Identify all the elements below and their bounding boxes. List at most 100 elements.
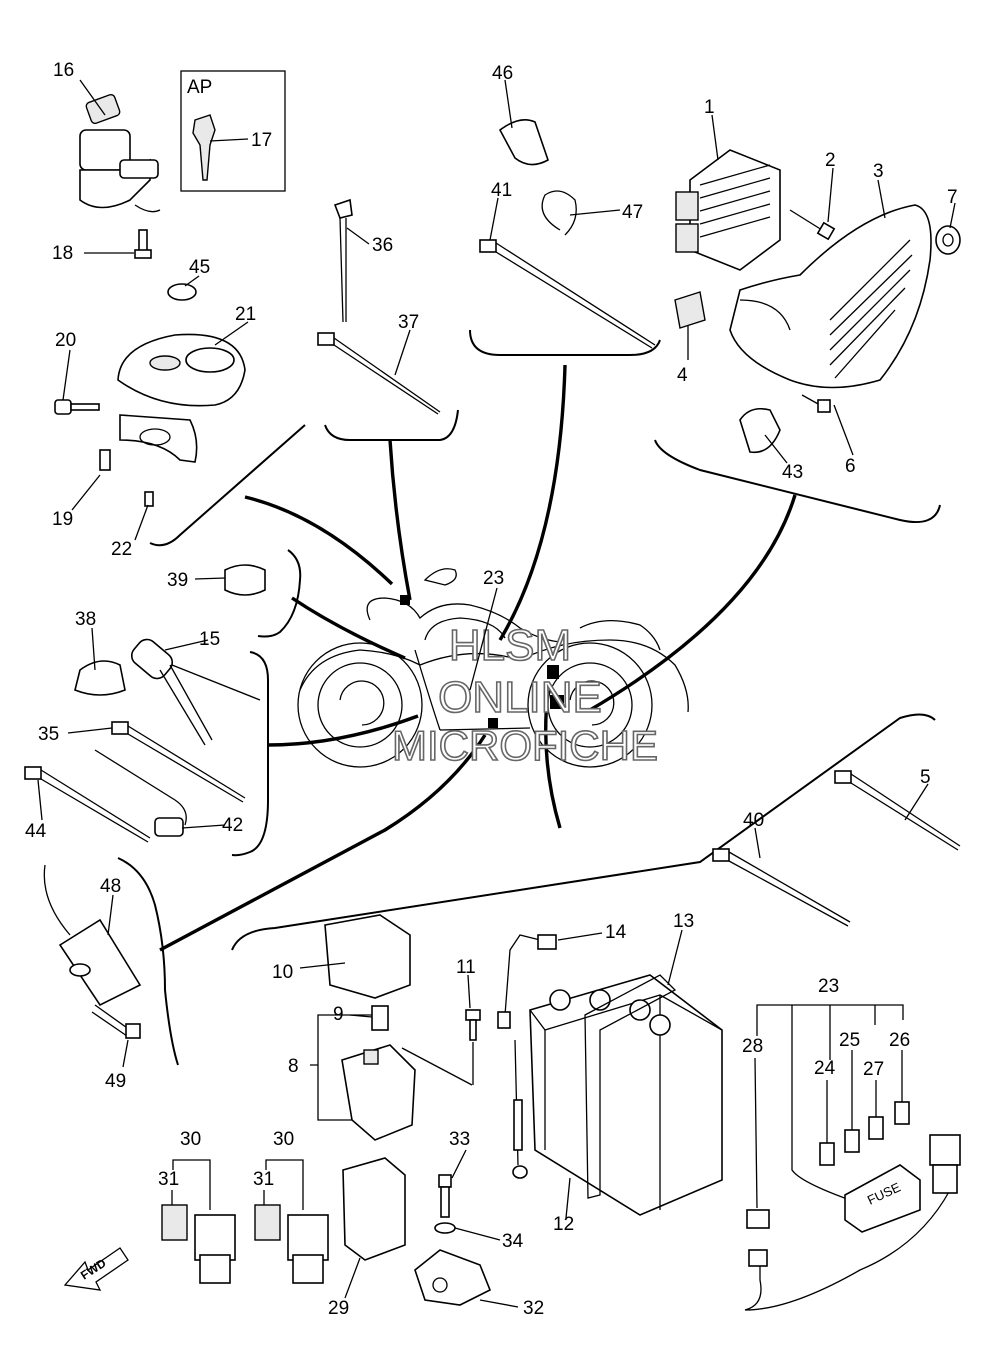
callout-42: 42: [222, 815, 243, 836]
callout-18: 18: [52, 243, 73, 264]
part-6-bolt: [801, 394, 831, 413]
callout-1: 1: [704, 97, 715, 118]
part-4-pad: [674, 291, 706, 329]
part-8-starter-relay: [341, 1044, 473, 1141]
motorcycle-outline: [297, 568, 689, 768]
callout-leader-lines: [37, 79, 956, 1308]
watermark-line-3: MICROFICHE: [392, 722, 658, 769]
callout-37: 37: [398, 312, 419, 333]
part-45-cap: [167, 283, 197, 301]
callout-48: 48: [100, 876, 121, 897]
part-38-clamp: [74, 660, 126, 696]
callout-39: 39: [167, 570, 188, 591]
callout-17: 17: [251, 130, 272, 151]
part-41-cable-tie: [479, 239, 656, 349]
callout-44: 44: [25, 821, 47, 842]
part-1-rectifier: [675, 149, 781, 271]
callout-24: 24: [814, 1058, 836, 1079]
callout-19: 19: [52, 509, 73, 530]
watermark: HLSM ONLINE MICROFICHE: [391, 620, 659, 770]
callout-43: 43: [782, 462, 803, 483]
callout-29: 29: [328, 1298, 349, 1319]
part-24-fuse: [819, 1142, 835, 1166]
callout-31-left: 31: [158, 1169, 179, 1190]
callout-5: 5: [920, 767, 931, 788]
part-29-unit: [342, 1157, 406, 1261]
part-34-washer: [434, 1222, 456, 1234]
callout-3: 3: [873, 161, 884, 182]
part-16-main-switch: [79, 93, 161, 213]
callout-2: 2: [825, 150, 836, 171]
callout-7: 7: [947, 187, 958, 208]
callout-41: 41: [491, 180, 512, 201]
part-48-coil: [43, 864, 142, 1007]
callout-21: 21: [235, 304, 256, 325]
part-14-cable: [497, 934, 557, 1179]
part-35-cable-tie: [111, 721, 246, 803]
part-27-fuse: [868, 1116, 884, 1140]
callout-49: 49: [105, 1071, 126, 1092]
part-5-cable-tie: [834, 770, 961, 851]
callout-35: 35: [38, 724, 59, 745]
callout-4: 4: [677, 365, 688, 386]
part-36-cable-tie: [333, 198, 353, 323]
part-15-sensor: [130, 638, 261, 746]
part-46-clip: [498, 119, 549, 166]
watermark-line-2: ONLINE: [438, 673, 602, 722]
part-30-relay-right: [254, 1159, 329, 1284]
ap-box: AP: [180, 70, 286, 192]
part-10-cover: [324, 914, 411, 999]
callout-15: 15: [199, 629, 220, 650]
group-brackets: [117, 329, 941, 1066]
callout-10: 10: [272, 962, 293, 983]
part-13-band: [584, 974, 677, 1199]
callout-38: 38: [75, 609, 96, 630]
part-39-clamp: [224, 564, 266, 596]
callout-16: 16: [53, 60, 74, 81]
part-7-grommet: [935, 225, 961, 255]
part-49-bolt: [91, 1004, 141, 1039]
part-21-cover: [117, 333, 246, 407]
callout-32: 32: [523, 1298, 544, 1319]
callout-40: 40: [743, 810, 764, 831]
callout-12: 12: [553, 1214, 574, 1235]
callout-45: 45: [189, 257, 210, 278]
part-44-cable-tie: [24, 766, 151, 843]
part-37-cable-tie: [317, 332, 441, 415]
part-18-bolt: [134, 229, 152, 259]
part-11-bolt: [465, 1009, 481, 1041]
part-32-sensor: [414, 1249, 492, 1306]
part-47-clip: [541, 190, 577, 236]
callout-8: 8: [288, 1056, 299, 1077]
callout-30-right: 30: [273, 1129, 294, 1150]
callout-46: 46: [492, 63, 513, 84]
part-22-screw: [144, 491, 154, 507]
callout-13: 13: [673, 911, 694, 932]
watermark-line-1: HLSM: [449, 621, 571, 670]
callout-9: 9: [333, 1004, 344, 1025]
part-19-bracket: [99, 414, 198, 471]
part-20-screw: [54, 399, 100, 415]
part-42-sensor: [94, 749, 187, 837]
callout-34: 34: [502, 1231, 524, 1252]
callout-33: 33: [449, 1129, 470, 1150]
part-9-fuse: [371, 1005, 389, 1031]
fwd-label: FWD: [78, 1256, 109, 1283]
callout-22: 22: [111, 539, 132, 560]
callout-25: 25: [839, 1030, 860, 1051]
part-12-battery: [529, 974, 723, 1216]
part-3-cover: [729, 204, 932, 389]
callout-14: 14: [605, 922, 627, 943]
callout-47: 47: [622, 202, 643, 223]
part-fuse-harness: [744, 1134, 961, 1311]
callout-6: 6: [845, 456, 856, 477]
callout-31-right: 31: [253, 1169, 274, 1190]
callout-36: 36: [372, 235, 393, 256]
part-40-cable-tie: [712, 848, 851, 927]
part-2-bolt: [789, 209, 836, 241]
callout-26: 26: [889, 1030, 910, 1051]
callout-23-main: 23: [483, 568, 504, 589]
callout-23-fuse: 23: [818, 976, 839, 997]
callout-11: 11: [456, 957, 476, 978]
part-33-bolt: [438, 1174, 452, 1218]
